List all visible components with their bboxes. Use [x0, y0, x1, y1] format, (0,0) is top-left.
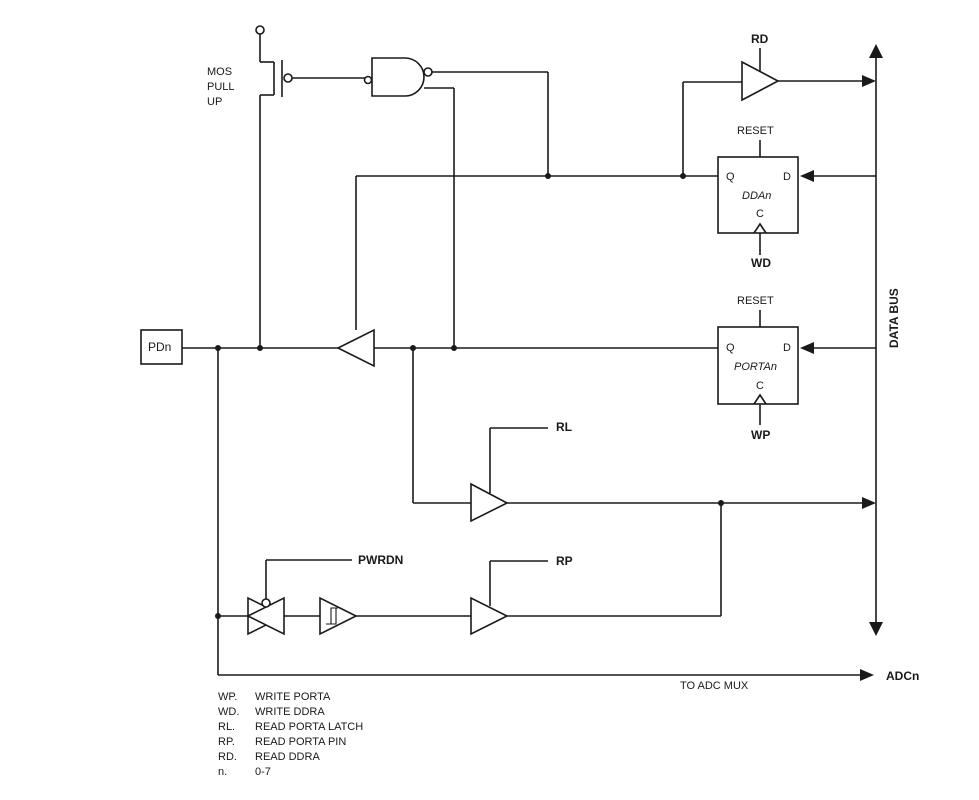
legend-key: RP. [218, 736, 235, 748]
port-d-label: D [783, 342, 791, 354]
ddr-name-label: DDAn [742, 190, 771, 202]
pullup-label-3: UP [207, 96, 222, 108]
wd-label: WD [751, 256, 771, 270]
adc-mux-label: TO ADC MUX [680, 680, 749, 692]
rl-buffer: RL [412, 348, 876, 523]
rp-label: RP [556, 554, 573, 568]
nand-gate [363, 57, 549, 348]
port-q-label: Q [726, 342, 735, 354]
adc-out-label: ADCn [886, 669, 919, 683]
port-c-label: C [756, 380, 764, 392]
legend-value: WRITE DDRA [255, 706, 325, 718]
output-driver [336, 328, 718, 368]
legend-value: READ PORTA PIN [255, 736, 346, 748]
data-bus-label: DATA BUS [887, 288, 901, 348]
adc-path: TO ADC MUX ADCn [218, 669, 919, 692]
ddr-reset-label: RESET [737, 125, 774, 137]
mos-pullup: MOS PULL UP [207, 25, 370, 348]
ddr-c-label: C [756, 208, 764, 220]
rd-buffer: RD [682, 32, 876, 176]
rd-label: RD [751, 32, 769, 46]
legend-key: WP. [218, 691, 237, 703]
legend-value: 0-7 [255, 766, 271, 778]
pwrdn-label: PWRDN [358, 553, 403, 567]
legend-value: WRITE PORTA [255, 691, 331, 703]
wp-label: WP [751, 428, 770, 442]
legend: WP. WRITE PORTA WD. WRITE DDRA RL. READ … [218, 691, 363, 778]
legend-key: RL. [218, 721, 235, 733]
ddr-q-label: Q [726, 171, 735, 183]
ddr-d-label: D [783, 171, 791, 183]
pin-read-path: PWRDN RP [215, 348, 722, 675]
legend-key: RD. [218, 751, 237, 763]
data-bus: DATA BUS [869, 44, 901, 636]
legend-key: WD. [218, 706, 239, 718]
ddr-flipflop: Q D DDAn C RESET WD [717, 125, 876, 270]
pin-pdn: PDn [140, 329, 183, 365]
legend-key: n. [218, 766, 227, 778]
legend-value: READ PORTA LATCH [255, 721, 363, 733]
pin-label: PDn [148, 340, 171, 354]
legend-value: READ DDRA [255, 751, 320, 763]
port-flipflop: Q D PORTAn C RESET WP [717, 295, 876, 442]
port-name-label: PORTAn [734, 361, 777, 373]
pullup-label-1: MOS [207, 66, 232, 78]
port-reset-label: RESET [737, 295, 774, 307]
rl-label: RL [556, 420, 572, 434]
pullup-label-2: PULL [207, 81, 235, 93]
